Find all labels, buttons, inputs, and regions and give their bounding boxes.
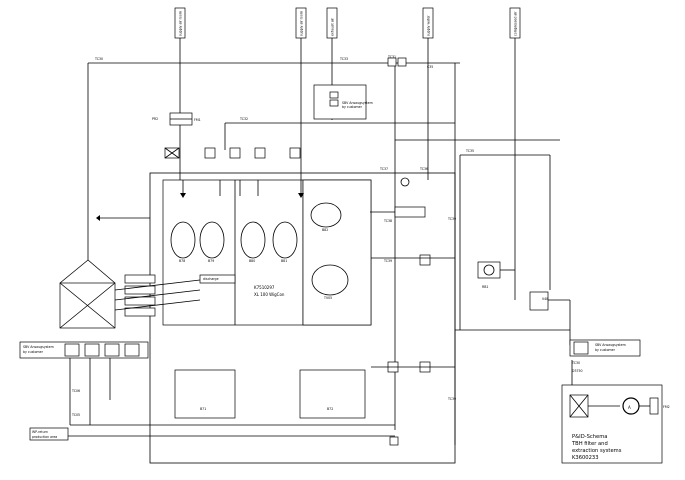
svg-text:TC39: TC39 (447, 397, 456, 401)
title-line-4: K3600233 (572, 455, 599, 461)
svg-text:A: A (628, 405, 631, 410)
right-gauge: RB1 (477, 261, 515, 289)
svg-text:D3750: D3750 (572, 369, 583, 373)
svg-text:TC05: TC05 (71, 413, 80, 417)
svg-text:WP-return: WP-return (32, 430, 48, 434)
supply-label-4: supply water (427, 15, 431, 36)
svg-text:PR2: PR2 (152, 117, 158, 121)
svg-text:B79: B79 (208, 259, 214, 263)
customer-box-right: SBV Ansaugsystem by customer (569, 339, 641, 357)
svg-text:B78: B78 (179, 259, 185, 263)
svg-text:TC32: TC32 (239, 117, 248, 121)
right-valves (370, 177, 455, 446)
left-lines (59, 215, 150, 284)
svg-text:B71: B71 (200, 407, 206, 411)
svg-text:TC37: TC37 (379, 167, 388, 171)
fm-device-top: FM1 PR2 (152, 112, 201, 126)
supply-label-2: supply air room (300, 11, 304, 36)
filter-chambers: B78 B79 B80 B81 B82 TV05 (170, 202, 349, 300)
svg-text:TC39: TC39 (383, 259, 392, 263)
bottom-left-lines (30, 358, 395, 439)
svg-text:V48: V48 (542, 297, 548, 301)
svg-text:TC38: TC38 (383, 219, 392, 223)
svg-text:by customer: by customer (23, 350, 44, 354)
svg-text:RB1: RB1 (482, 285, 488, 289)
bottom-panels: B71 B72 (174, 369, 366, 419)
machine-label: K7510297 XL 100 WigCon (254, 285, 285, 297)
fm1-label: FM1 (194, 118, 201, 122)
title-block: A FM2 P&ID-Schema TBH filter and extract… (561, 384, 670, 464)
svg-text:by customer: by customer (595, 348, 616, 352)
svg-text:TC33: TC33 (339, 57, 348, 61)
svg-text:B80: B80 (249, 259, 255, 263)
title-line-3: extraction systems (572, 448, 622, 454)
supply-label-5: compressed air (514, 11, 518, 36)
svg-text:B82: B82 (322, 228, 328, 232)
svg-text:production area: production area (32, 435, 57, 439)
svg-text:TV05: TV05 (323, 296, 332, 300)
customer-label-top: SBV Ansaugsystem (342, 101, 373, 105)
supply-label-1: supply air room (179, 11, 183, 36)
machine-model: XL 100 WigCon (254, 292, 285, 297)
return-label: WP-return production area (29, 427, 69, 441)
tc-tags: TC30 TC32 TC33 TC31 C35 TC35 TC36 TC37 T… (71, 55, 583, 417)
svg-text:TC06: TC06 (71, 389, 80, 393)
fm2-label: FM2 (663, 405, 670, 409)
svg-text:TC31: TC31 (387, 55, 396, 59)
title-line-2: TBH filter and (571, 441, 608, 447)
supply-header-3: exhaust air (326, 7, 338, 39)
svg-text:SBV Ansaugsystem: SBV Ansaugsystem (23, 345, 54, 349)
svg-text:TC35: TC35 (465, 149, 474, 153)
discharge-label: discharge (203, 277, 219, 281)
supply-header-5: compressed air (509, 7, 521, 39)
supply-header-4: supply water (422, 7, 434, 39)
intake-arrows (180, 180, 304, 198)
svg-text:B72: B72 (327, 407, 333, 411)
left-assembly: discharge (59, 274, 236, 329)
supply-header-1: supply air room (174, 7, 186, 39)
svg-text:SBV Ansaugsystem: SBV Ansaugsystem (595, 343, 626, 347)
machine-enclosure (149, 172, 456, 464)
svg-text:C35: C35 (427, 65, 433, 69)
svg-text:TC30: TC30 (94, 57, 103, 61)
valve-cluster-top: SBV Ansaugsystem by customer (313, 57, 407, 120)
title-line-1: P&ID-Schema (572, 434, 607, 440)
svg-text:TC39: TC39 (447, 217, 456, 221)
svg-text:TC30: TC30 (571, 361, 580, 365)
svg-text:TC36: TC36 (419, 167, 428, 171)
svg-text:B81: B81 (281, 259, 287, 263)
supply-label-3: exhaust air (331, 17, 335, 36)
customer-box-left: SBV Ansaugsystem by customer (19, 341, 149, 359)
supply-header-2: supply air room (295, 7, 307, 39)
svg-text:by customer: by customer (342, 105, 363, 109)
right-stack: V48 (529, 291, 549, 311)
machine-id: K7510297 (254, 285, 275, 290)
valves-row (164, 147, 301, 159)
